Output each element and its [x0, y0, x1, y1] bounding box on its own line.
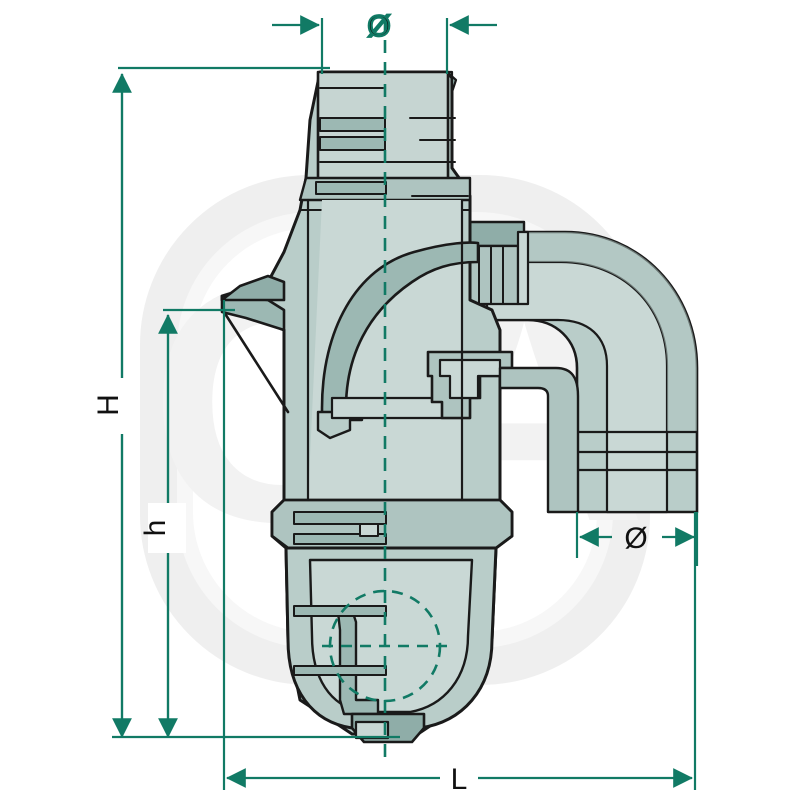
left-mounting-lug [220, 274, 290, 414]
dimension-diameter-top: Ø [272, 9, 497, 74]
dimension-length-L: L [222, 300, 697, 796]
shoulder-band [315, 181, 387, 195]
dimension-lines: Ø H h [92, 9, 699, 796]
dimension-height-h: h [139, 308, 235, 738]
neck-thread-band-2 [319, 136, 386, 151]
elbow-outlet [485, 230, 699, 514]
lug-break-line [222, 310, 290, 414]
component-body [220, 70, 699, 744]
neck-thread-band-1 [319, 117, 386, 132]
upper-neck [316, 70, 458, 184]
bowl-band-2 [293, 665, 387, 676]
dimension-label-height-h: h [139, 520, 172, 537]
mid-collar [270, 498, 514, 550]
valve-outlet-passage [498, 366, 580, 514]
bowl-drain-port [354, 720, 390, 740]
collar-notch [359, 523, 379, 537]
dimension-label-diameter-top: Ø [367, 10, 390, 43]
elbow-collar [464, 220, 530, 306]
dim-label-H-backing [100, 378, 140, 434]
bowl-band-1 [293, 605, 387, 617]
collar-groove-2 [293, 533, 387, 545]
dimension-diameter-outlet: Ø [575, 512, 699, 566]
dim-label-h-backing [148, 503, 186, 553]
bowl-inner [308, 558, 474, 714]
collar-groove-1 [293, 511, 387, 525]
collar-flange [516, 230, 530, 306]
valve-seat-bore [438, 358, 502, 400]
bottom-bowl [284, 546, 498, 744]
elbow-shade-band [487, 232, 697, 432]
flap-curved-arm [320, 241, 480, 420]
lug-top-plate [220, 274, 286, 302]
dimension-label-length-L: L [451, 763, 468, 796]
valve-seat-assembly [330, 350, 580, 514]
neck-chamfer-nub [445, 70, 458, 94]
dimension-label-height-H: H [92, 394, 125, 416]
dimension-label-diameter-outlet: Ø [624, 522, 647, 555]
